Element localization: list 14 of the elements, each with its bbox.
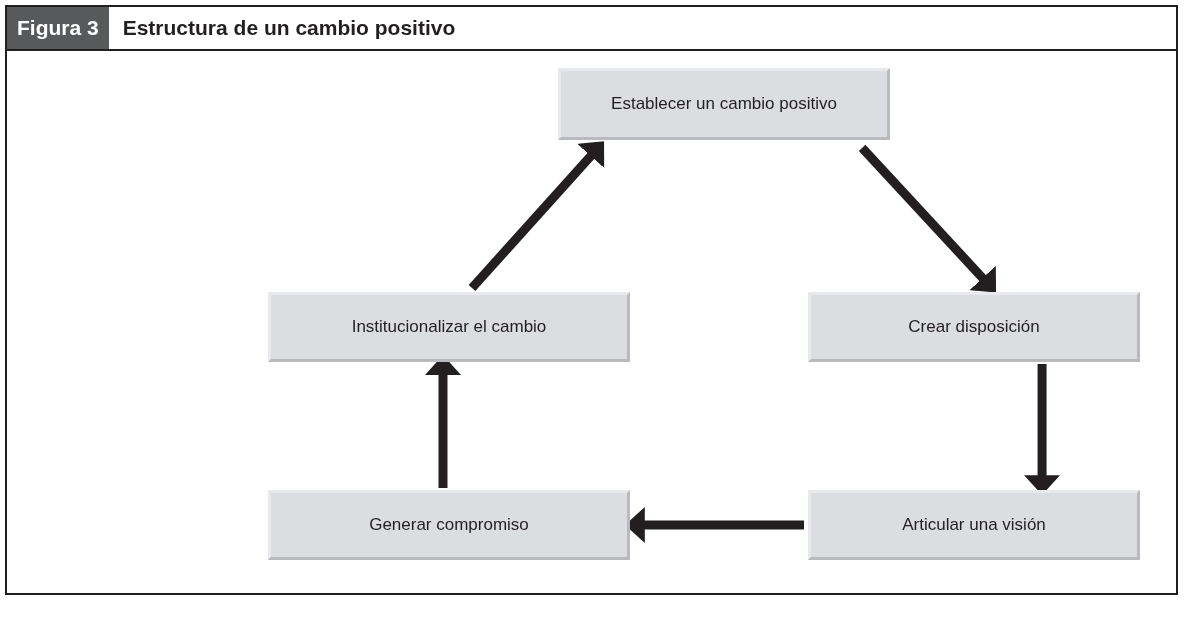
box-label: Establecer un cambio positivo [611, 94, 837, 114]
figure-number-tag: Figura 3 [7, 7, 109, 49]
box-label: Articular una visión [902, 515, 1046, 535]
box-label: Generar compromiso [369, 515, 529, 535]
process-box [808, 292, 1140, 362]
process-box [558, 68, 890, 140]
box-label: Institucionalizar el cambio [351, 317, 547, 337]
process-box [268, 490, 630, 560]
box-label: Crear disposición [908, 317, 1040, 337]
arrow [858, 144, 997, 293]
figure-title: Estructura de un cambio positivo [121, 15, 457, 41]
arrow [468, 141, 605, 292]
process-box [808, 490, 1140, 560]
process-box [268, 292, 630, 362]
